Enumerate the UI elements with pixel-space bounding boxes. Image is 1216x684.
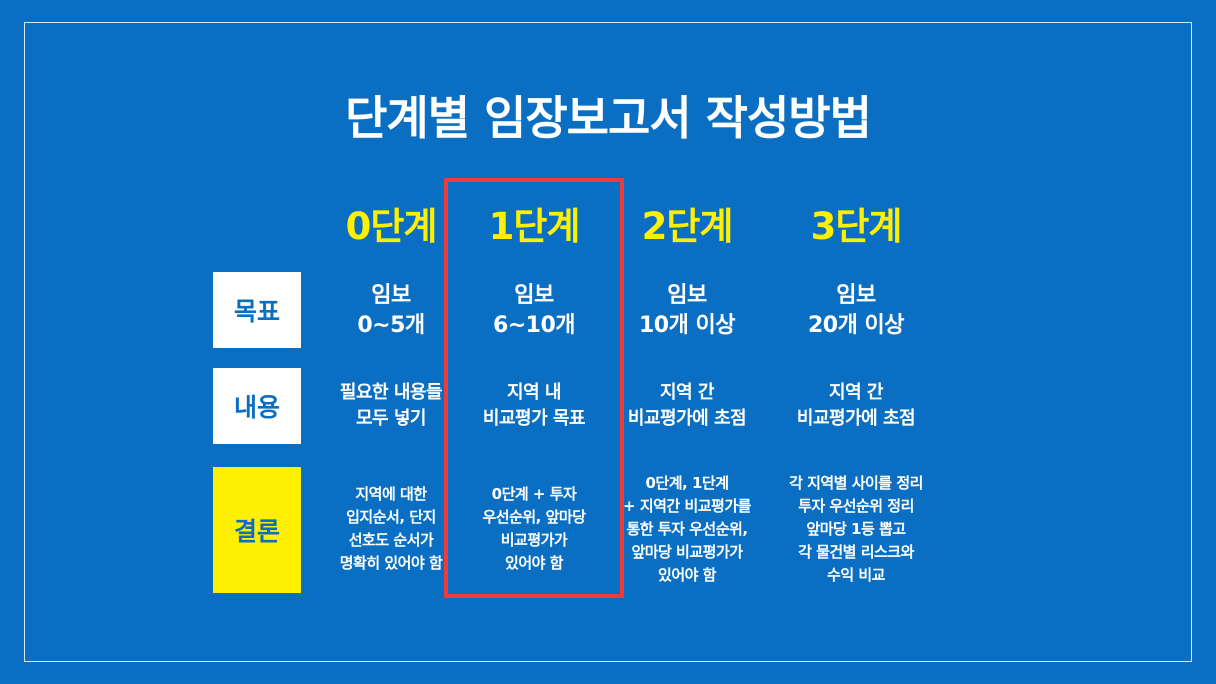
row-label-content: 내용 [213, 368, 301, 444]
column-header-stage-3: 3단계 [810, 205, 903, 248]
slide-title: 단계별 임장보고서 작성방법 [345, 91, 872, 145]
row-label-goal: 목표 [213, 272, 301, 348]
column-header-stage-0: 0단계 [345, 205, 438, 248]
stage-1-highlight-box [444, 178, 624, 598]
slide-frame [24, 22, 1192, 662]
column-header-stage-1: 1단계 [488, 205, 581, 248]
conclusion-cell-stage-2: 0단계, 1단계+ 지역간 비교평가를 통한 투자 우선순위,앞마당 비교평가가… [623, 473, 751, 584]
row-label-conclusion: 결론 [213, 467, 301, 593]
column-header-stage-2: 2단계 [641, 205, 734, 248]
